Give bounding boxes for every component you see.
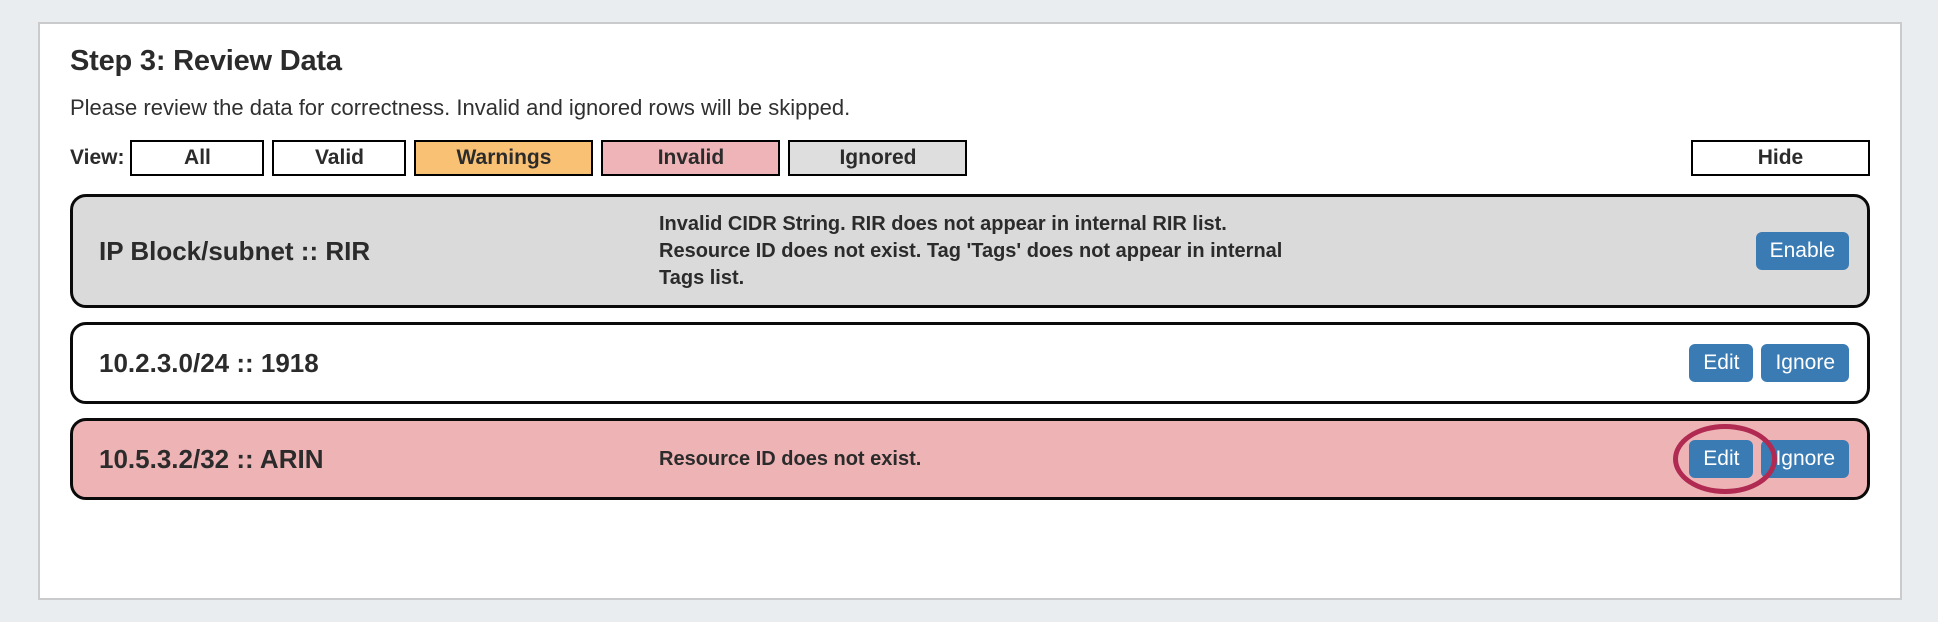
page-title: Step 3: Review Data [70, 45, 342, 77]
filter-button-all[interactable]: All [130, 140, 265, 176]
review-data-card: Step 3: Review Data Please review the da… [38, 22, 1902, 600]
ignore-button[interactable]: Ignore [1761, 440, 1849, 478]
row-message: Resource ID does not exist. [659, 447, 922, 470]
edit-button[interactable]: Edit [1689, 440, 1754, 478]
edit-button[interactable]: Edit [1689, 344, 1754, 382]
filter-bar: View: All Valid Warnings Invalid Ignored… [70, 140, 1870, 176]
row-actions: Enable [1755, 232, 1849, 270]
table-row[interactable]: 10.2.3.0/24 :: 1918 Edit Ignore [70, 322, 1870, 404]
view-label: View: [70, 146, 125, 169]
row-title: 10.2.3.0/24 :: 1918 [99, 347, 319, 378]
table-row[interactable]: 10.5.3.2/32 :: ARIN Resource ID does not… [70, 418, 1870, 500]
ignore-button[interactable]: Ignore [1761, 344, 1849, 382]
row-actions: Edit Ignore [1689, 344, 1849, 382]
page-description: Please review the data for correctness. … [70, 95, 851, 120]
filter-button-warnings[interactable]: Warnings [414, 140, 594, 176]
filter-button-valid[interactable]: Valid [272, 140, 407, 176]
row-title: 10.5.3.2/32 :: ARIN [99, 443, 324, 474]
filter-button-invalid[interactable]: Invalid [601, 140, 781, 176]
row-actions: Edit Ignore [1673, 424, 1849, 494]
card-inner: Step 3: Review Data Please review the da… [70, 42, 1870, 598]
row-message: Invalid CIDR String. RIR does not appear… [659, 212, 1283, 289]
filter-button-ignored[interactable]: Ignored [788, 140, 968, 176]
table-row[interactable]: IP Block/subnet :: RIR Invalid CIDR Stri… [70, 194, 1870, 308]
hide-button[interactable]: Hide [1691, 140, 1870, 176]
edit-button-wrapper: Edit [1673, 424, 1778, 494]
data-row-list: IP Block/subnet :: RIR Invalid CIDR Stri… [70, 194, 1870, 500]
row-title: IP Block/subnet :: RIR [99, 235, 371, 266]
enable-button[interactable]: Enable [1755, 232, 1849, 270]
filter-button-group: View: All Valid Warnings Invalid Ignored [70, 140, 1870, 176]
